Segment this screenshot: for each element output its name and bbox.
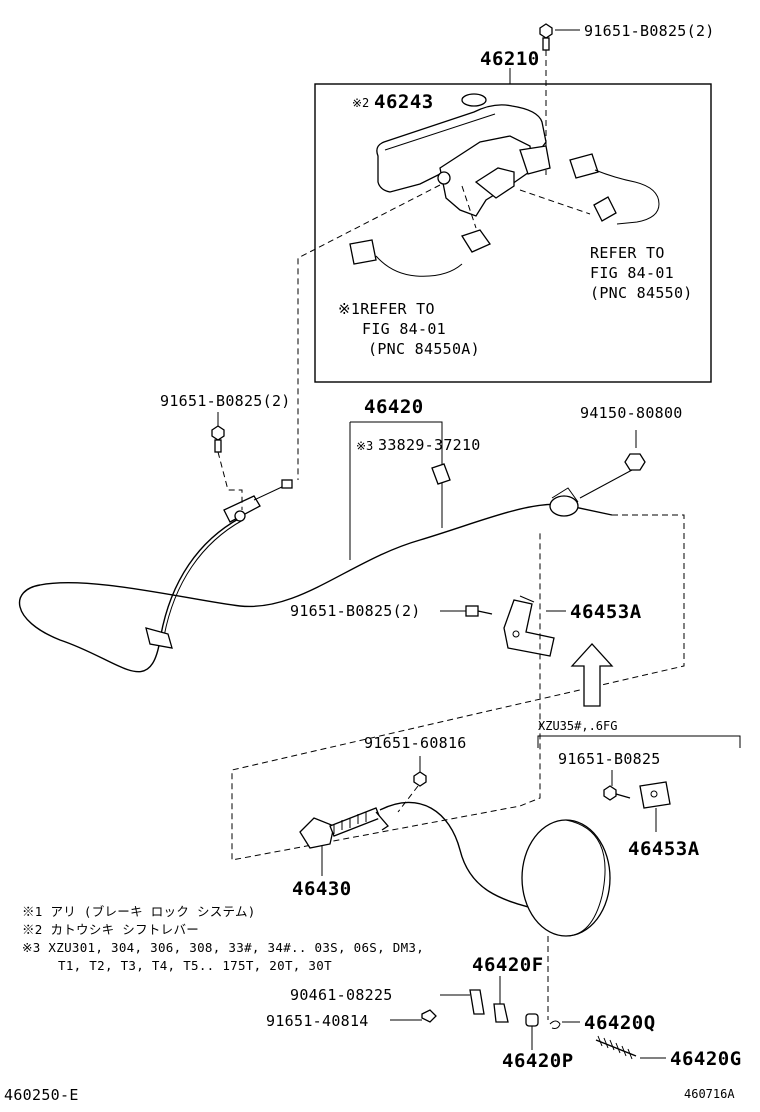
- bracket-46453A-icon: [503, 599, 555, 657]
- label-46210: 46210: [480, 48, 540, 70]
- bolt-mid-icon: [465, 605, 493, 617]
- label-94150: 94150-80800: [580, 404, 683, 422]
- label-46420F: 46420F: [472, 954, 544, 976]
- nut-94150-icon: [624, 453, 646, 471]
- switch-left-icon: [349, 229, 491, 277]
- clip-33829-icon: [431, 463, 451, 485]
- label-note2-mark: ※2: [352, 96, 370, 110]
- assembly-box: [314, 83, 712, 383]
- dash-lever-to-cable: [297, 184, 441, 480]
- part-46420P-icon: [525, 1013, 539, 1027]
- switch-right-icon: [569, 153, 660, 225]
- label-46243: 46243: [374, 91, 434, 113]
- label-refer-right-3: (PNC 84550): [590, 284, 693, 302]
- variant-bracket: [537, 735, 741, 748]
- variant-bolt-icon: [603, 785, 631, 801]
- figure-id-left: 460250-E: [4, 1086, 79, 1104]
- label-46453A-variant: 46453A: [628, 838, 700, 860]
- label-46420Q: 46420Q: [584, 1012, 656, 1034]
- part-46420Q-icon: [549, 1020, 561, 1029]
- bolt-top-icon: [539, 23, 553, 51]
- note-3: ※3 XZU301, 304, 306, 308, 33#, 34#.. 03S…: [22, 940, 425, 955]
- knob-46243-icon: [461, 93, 487, 107]
- leader-94150b: [579, 469, 633, 499]
- equalizer-icon: [549, 487, 579, 517]
- note-2: ※2 カトウシキ シフトレバー: [22, 922, 200, 937]
- bolt-left-icon: [211, 425, 225, 453]
- label-bolt-variant: 91651-B0825: [558, 750, 661, 768]
- label-40814: 91651-40814: [266, 1012, 369, 1030]
- label-33829: 33829-37210: [378, 436, 481, 454]
- figure-id-right: 460716A: [684, 1087, 735, 1101]
- label-refer-right-2: FIG 84-01: [590, 264, 674, 282]
- label-46453A: 46453A: [570, 601, 642, 623]
- bracket-46420: [349, 421, 443, 560]
- label-bolt-left: 91651-B0825(2): [160, 392, 291, 410]
- note-3-cont: T1, T2, T3, T4, T5.. 175T, 20T, 30T: [58, 958, 332, 973]
- label-variant: XZU35#,.6FG: [538, 719, 618, 733]
- cable-end-left-icon: [223, 479, 293, 523]
- dash-bolt-left: [217, 451, 243, 510]
- dash-switch-right: [519, 189, 591, 215]
- label-clip-mark: ※3: [356, 439, 374, 453]
- variant-bracket-46453A-icon: [639, 781, 671, 809]
- label-bolt-mid: 91651-B0825(2): [290, 602, 421, 620]
- label-refer-left-2: FIG 84-01: [362, 320, 446, 338]
- cable-46430-icon: [299, 801, 571, 919]
- label-bolt-60816: 91651-60816: [364, 734, 467, 752]
- bolt-60816-icon: [413, 771, 427, 787]
- label-bolt-top: 91651-B0825(2): [584, 22, 715, 40]
- label-90461: 90461-08225: [290, 986, 393, 1004]
- label-46430: 46430: [292, 878, 352, 900]
- dash-switch-left: [461, 185, 477, 229]
- label-46420: 46420: [364, 396, 424, 418]
- label-46420P: 46420P: [502, 1050, 574, 1072]
- label-refer-right-1: REFER TO: [590, 244, 665, 262]
- up-arrow-icon: [570, 643, 614, 707]
- note-1: ※1 アリ (ブレーキ ロック システム): [22, 904, 256, 919]
- label-refer-left-3: (PNC 84550A): [368, 340, 480, 358]
- spring-46420G-icon: [595, 1035, 637, 1060]
- cable-bracket-icon: [145, 627, 173, 649]
- brake-drum-icon: [521, 819, 611, 937]
- part-46420F-icon: [493, 1003, 509, 1023]
- label-refer-left-1: ※1REFER TO: [338, 300, 435, 318]
- bolt-40814-icon: [421, 1009, 437, 1023]
- label-46420G: 46420G: [670, 1048, 742, 1070]
- part-90461-icon: [469, 989, 485, 1015]
- parking-brake-lever-icon: [376, 104, 551, 217]
- dash-region: [231, 514, 685, 861]
